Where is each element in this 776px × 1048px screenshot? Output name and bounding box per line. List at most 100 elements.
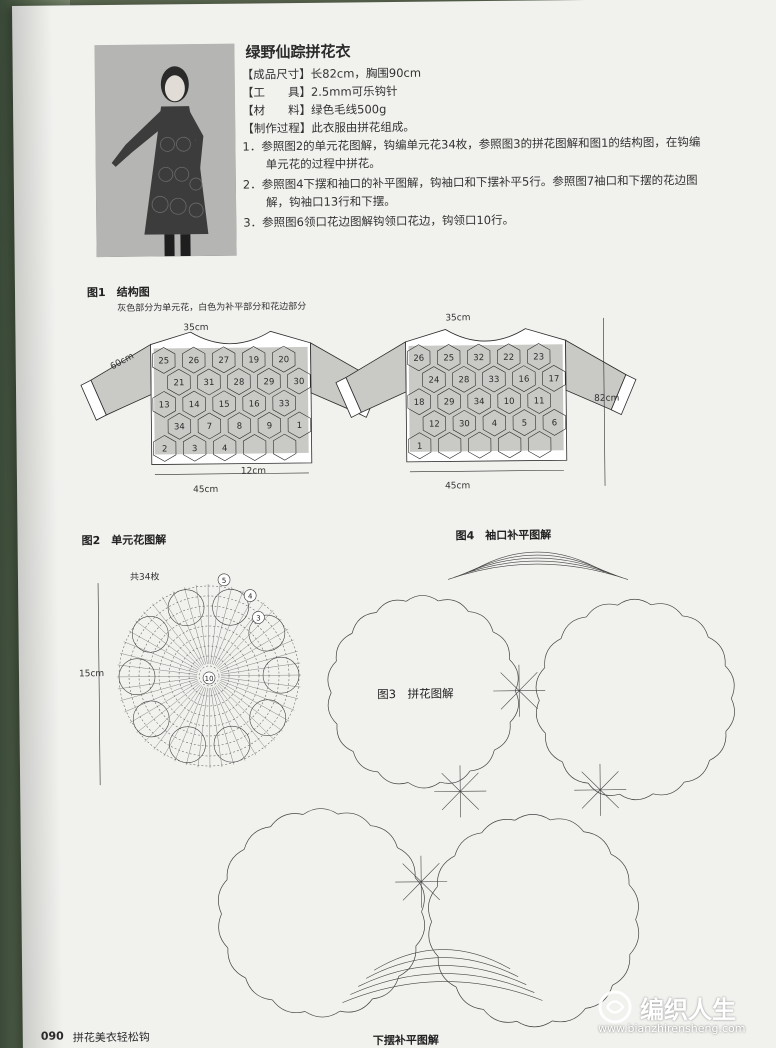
scallop: [327, 692, 338, 725]
scallop: [351, 612, 377, 634]
hex-cell: [212, 434, 237, 462]
join-stitch: [600, 789, 620, 809]
scallop: [406, 595, 439, 602]
motif-stitch: [214, 595, 255, 666]
motif-stitch: [197, 687, 208, 768]
join-stitch: [402, 863, 422, 882]
scallop: [339, 998, 373, 1013]
motif-stitch: [174, 687, 205, 762]
scallop: [535, 667, 546, 701]
scallop: [226, 849, 245, 880]
motif-stitch: [172, 591, 205, 666]
join-stitch: [460, 791, 480, 810]
join-stitch: [600, 771, 619, 791]
motif-petal: [213, 725, 251, 763]
hem-fill-row: [366, 957, 519, 979]
scallop: [492, 631, 510, 660]
motif-stitch: [195, 584, 208, 665]
scallop: [550, 818, 584, 832]
scallop: [724, 665, 735, 699]
join-stitch: [518, 690, 538, 710]
scallop: [709, 731, 727, 761]
hex-cell: [272, 389, 296, 417]
hex-cell: [197, 412, 222, 440]
motif-number: 27: [218, 356, 229, 366]
scallop: [586, 603, 618, 618]
hex-cell: [437, 388, 461, 415]
motif-number: 1: [297, 421, 303, 431]
scallop: [398, 945, 417, 977]
hex-cell: [527, 343, 551, 370]
scallop: [583, 831, 612, 855]
motif-count: 共34枚: [129, 572, 160, 583]
hex-cell: [407, 388, 431, 416]
scallop: [336, 724, 354, 752]
scallop: [483, 1009, 518, 1023]
motif-stitch: [152, 603, 202, 667]
motif-stitch: [120, 679, 198, 701]
motif-number: 31: [203, 378, 214, 388]
hex-cell: [287, 367, 311, 395]
scallop: [535, 700, 546, 734]
hex-cell: [212, 346, 236, 374]
book-page: 绿野仙踪拼花衣 【成品尺寸】长82cm，胸围90cm 【工 具】2.5mm可乐钩…: [12, 0, 776, 1048]
hex-cell: [452, 409, 477, 437]
scallop: [440, 770, 471, 784]
scallop: [629, 919, 640, 955]
hex-cell: [542, 408, 567, 436]
scallop: [437, 956, 457, 988]
figure2-title: 图2 单元花图解: [81, 533, 167, 548]
motif-stitch: [220, 680, 295, 711]
motif-number: 12: [429, 420, 440, 430]
scallop: [304, 1010, 341, 1018]
motif-number: 20: [278, 355, 289, 365]
motif-stitch: [217, 684, 275, 741]
hex-cell: [527, 431, 552, 458]
motif-stitch: [221, 674, 302, 677]
front-neck-dim: 35cm: [183, 322, 209, 334]
width-line: [409, 469, 564, 473]
cuff-fill-row: [471, 551, 605, 573]
scallop: [560, 616, 587, 639]
motif-number: 28: [458, 375, 469, 385]
hex-cell: [182, 346, 206, 374]
motif-outline: [428, 813, 640, 1028]
scallop: [428, 921, 439, 957]
hex-cell: [272, 433, 297, 461]
join-stitch: [518, 671, 538, 691]
motif-stitch: [153, 685, 202, 750]
hem-fill-row: [350, 973, 535, 995]
motif-ring: [198, 665, 220, 687]
scallop: [612, 954, 631, 986]
scallop: [272, 999, 306, 1014]
left-cuff: [335, 376, 362, 419]
motif-number: 18: [414, 398, 425, 408]
motif-stitch: [128, 630, 199, 671]
motif-petal: [248, 614, 286, 652]
motif-stitch: [214, 686, 257, 756]
scallop: [470, 750, 495, 772]
motif-number: 29: [444, 397, 455, 407]
motif-stitch: [218, 683, 283, 732]
right-cuff: [610, 374, 637, 416]
hex-cell: [257, 367, 281, 395]
hex-cell: [242, 390, 266, 417]
motif-number: 4: [222, 444, 228, 454]
back-width-dim: 45cm: [445, 481, 471, 492]
motif-number: 25: [443, 353, 454, 363]
hex-cell: [437, 432, 462, 459]
model-photo: [94, 43, 237, 258]
hex-cell: [152, 391, 176, 418]
hex-cell: [527, 387, 551, 414]
motif-number: 16: [518, 375, 529, 385]
join-stitch: [420, 862, 440, 882]
motif-number: 7: [207, 422, 213, 432]
hex-cell: [152, 435, 177, 462]
motif-stitch: [220, 651, 298, 673]
scallop: [437, 855, 455, 887]
hem-fill-row: [358, 965, 527, 987]
motif-stitch: [213, 590, 244, 665]
figure3-title: 图3 拼花图解: [377, 686, 454, 702]
hex-cell: [167, 412, 192, 440]
